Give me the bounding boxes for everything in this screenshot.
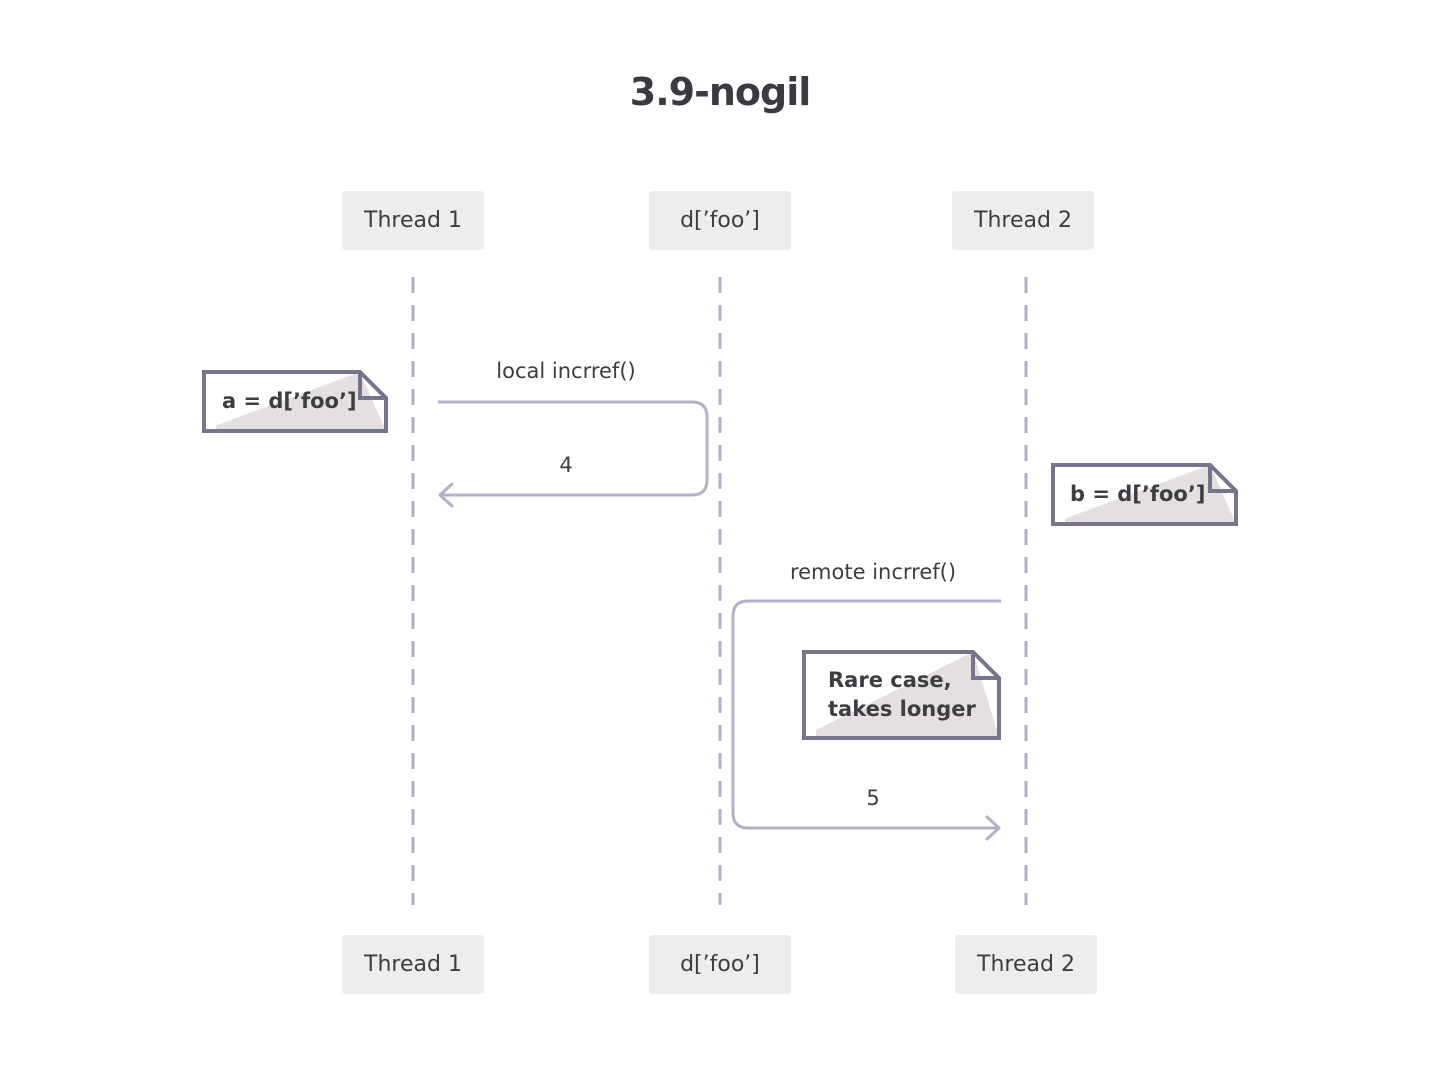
local-incref-arrow (438, 400, 709, 497)
participant-thread-1-bottom: Thread 1 (342, 935, 484, 994)
participant-thread-1-top: Thread 1 (342, 191, 484, 250)
message-label-remote-incref: remote incrref() (789, 560, 957, 584)
note-text-rare-line-2: takes longer (828, 697, 976, 721)
diagram-title: 3.9-nogil (629, 70, 812, 114)
note-text-rare-line-1: Rare case, (828, 668, 952, 692)
note-a-assign (202, 370, 388, 433)
participant-thread-2-bottom: Thread 2 (955, 935, 1097, 994)
message-label-local-incref: local incrref() (496, 359, 636, 383)
remote-incref-arrow (731, 599, 1001, 830)
participant-dfoo-bottom: d[’foo’] (649, 935, 791, 994)
message-label-return-5: 5 (866, 786, 880, 810)
note-text-b-assign: b = d[’foo’] (1070, 482, 1206, 506)
participant-thread-2-top: Thread 2 (952, 191, 1094, 250)
return-4-arrowhead (438, 482, 454, 508)
note-b-assign (1051, 463, 1238, 526)
message-label-return-4: 4 (559, 453, 573, 477)
note-rare-case (802, 650, 1001, 740)
return-5-arrowhead (985, 815, 1001, 841)
note-text-a-assign: a = d[’foo’] (222, 389, 357, 413)
participant-dfoo-top: d[’foo’] (649, 191, 791, 250)
